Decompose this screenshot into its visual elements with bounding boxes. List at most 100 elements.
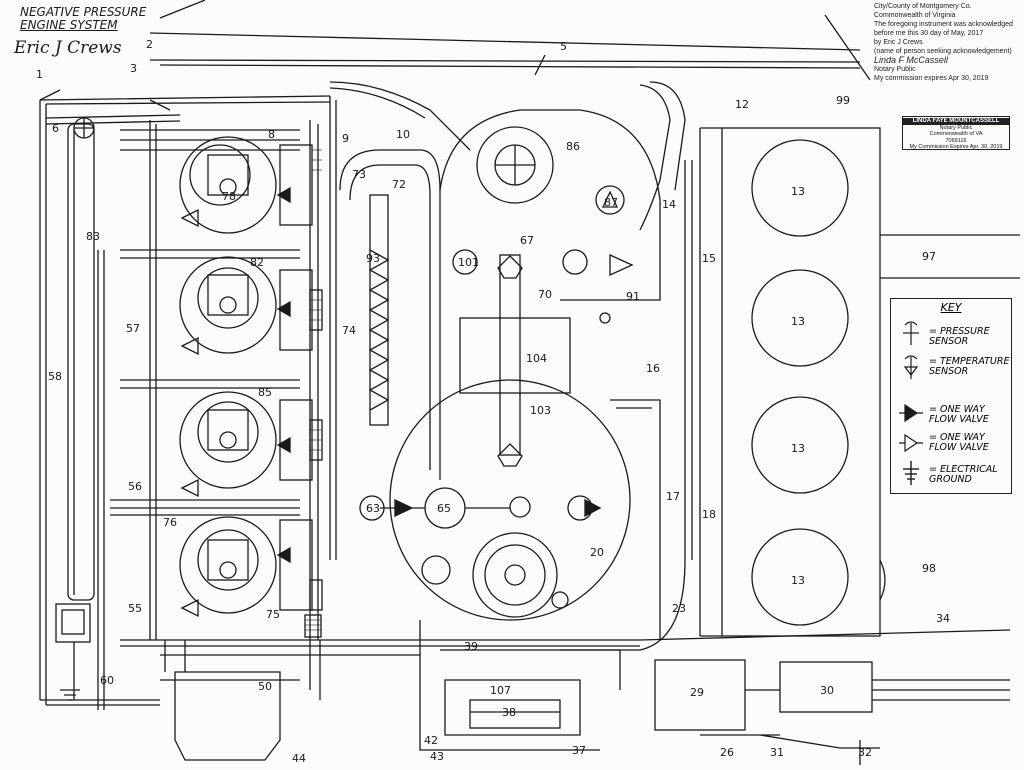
title-line-2: ENGINE SYSTEM [20, 18, 118, 32]
rotary-unit-4 [179, 516, 313, 614]
label-57: 57 [126, 322, 140, 335]
notary-line-6: (name of person seeking acknowledgement) [874, 48, 1012, 55]
fuel-component [55, 603, 91, 643]
stamp-line-2: Notary Public [939, 124, 973, 131]
reference-line-3 [149, 59, 861, 63]
stamp-name: LINDA FAYE MOUNTCASSELL [903, 118, 1009, 125]
label-99: 99 [836, 94, 850, 107]
label-16: 16 [646, 362, 660, 375]
label-13-a: 13 [791, 185, 805, 198]
label-6: 6 [52, 122, 59, 135]
stamp-line-3: Commonwealth of VA [929, 131, 983, 137]
block-104 [459, 317, 571, 394]
label-50: 50 [258, 680, 272, 693]
label-32: 32 [858, 746, 872, 759]
label-56: 56 [128, 480, 142, 493]
cylinder-3 [751, 396, 849, 494]
pipe-15 [560, 160, 686, 651]
open-valve-icon [899, 433, 923, 453]
label-18: 18 [702, 508, 716, 521]
rotary-unit-2 [179, 256, 313, 354]
temperature-sensor-icon [903, 355, 919, 379]
label-97: 97 [922, 250, 936, 263]
label-3: 3 [130, 62, 137, 75]
label-103: 103 [530, 404, 551, 417]
label-55: 55 [128, 602, 142, 615]
filled-valve-icon [899, 403, 923, 423]
label-13-d: 13 [791, 574, 805, 587]
notary-line-3: The foregoing instrument was acknowledge… [874, 21, 1013, 28]
battery-44 [174, 671, 281, 761]
notary-line-9: My commission expires Apr 30, 2019 [874, 75, 989, 82]
label-87: 87 [604, 196, 618, 209]
label-65: 65 [437, 502, 451, 515]
drawing-title: NEGATIVE PRESSURE ENGINE SYSTEM [20, 6, 146, 32]
label-1: 1 [36, 68, 43, 81]
cylinder-2 [751, 269, 849, 367]
label-83: 83 [86, 230, 100, 243]
engine-block-99 [721, 127, 881, 637]
label-60: 60 [100, 674, 114, 687]
label-29: 29 [690, 686, 704, 699]
component-30 [779, 661, 873, 713]
label-12: 12 [735, 98, 749, 111]
key-item-temperature-sensor: = TEMPERATURE SENSOR [929, 356, 1010, 377]
label-31: 31 [770, 746, 784, 759]
hatch-block [304, 614, 322, 638]
label-9: 9 [342, 132, 349, 145]
ground-icon [903, 461, 919, 485]
label-13-b: 13 [791, 315, 805, 328]
label-101: 101 [458, 256, 479, 269]
pipe-83 [97, 250, 105, 710]
label-10: 10 [396, 128, 410, 141]
pressure-sensor-icon [903, 321, 919, 345]
notary-line-7: Linda F McCassell [874, 56, 948, 65]
notary-stamp: LINDA FAYE MOUNTCASSELL Notary Public Co… [902, 116, 1010, 150]
stamp-line-5: My Commission Expires Apr. 30, 2019 [909, 144, 1003, 150]
key-item-ground: = ELECTRICAL GROUND [929, 464, 998, 485]
reference-line-5 [534, 54, 546, 76]
component-29 [654, 659, 746, 731]
label-20: 20 [590, 546, 604, 559]
pump-87 [595, 185, 625, 215]
label-13-c: 13 [791, 442, 805, 455]
label-34: 34 [936, 612, 950, 625]
label-2: 2 [146, 38, 153, 51]
label-104: 104 [526, 352, 547, 365]
flywheel-103 [389, 379, 631, 621]
label-75: 75 [266, 608, 280, 621]
notary-line-2: Commonwealth of Virginia [874, 12, 956, 19]
label-91: 91 [626, 290, 640, 303]
label-63: 63 [366, 502, 380, 515]
label-39: 39 [464, 640, 478, 653]
notary-line-4: before me this 30 day of May, 2017 [874, 30, 984, 37]
key-item-open-valve: = ONE WAY FLOW VALVE [929, 432, 989, 453]
inventor-signature: Eric J Crews [14, 38, 122, 58]
starter-wheel-20 [472, 532, 558, 618]
shaft-97 [880, 234, 1020, 279]
label-26: 26 [720, 746, 734, 759]
cylinder-4 [751, 528, 849, 626]
label-82: 82 [250, 256, 264, 269]
label-58: 58 [48, 370, 62, 383]
module-38 [469, 699, 561, 729]
label-17: 17 [666, 490, 680, 503]
sensor-101-right [562, 249, 588, 275]
label-93: 93 [366, 252, 380, 265]
label-72: 72 [392, 178, 406, 191]
label-37: 37 [572, 744, 586, 757]
hex-nut-67-top [497, 255, 523, 279]
key-legend: KEY = PRESSURE SENSOR = TEMPERATURE SENS… [890, 298, 1012, 494]
label-30: 30 [820, 684, 834, 697]
tube-58 [67, 123, 95, 601]
label-98: 98 [922, 562, 936, 575]
notary-line-1: City/County of Montgomery Co. [874, 3, 972, 10]
tube-9 [339, 149, 441, 480]
pipe-12 [639, 84, 671, 231]
module-107 [444, 679, 581, 736]
label-8: 8 [268, 128, 275, 141]
label-85: 85 [258, 386, 272, 399]
label-78: 78 [222, 190, 236, 203]
rotary-unit-3 [179, 391, 313, 489]
